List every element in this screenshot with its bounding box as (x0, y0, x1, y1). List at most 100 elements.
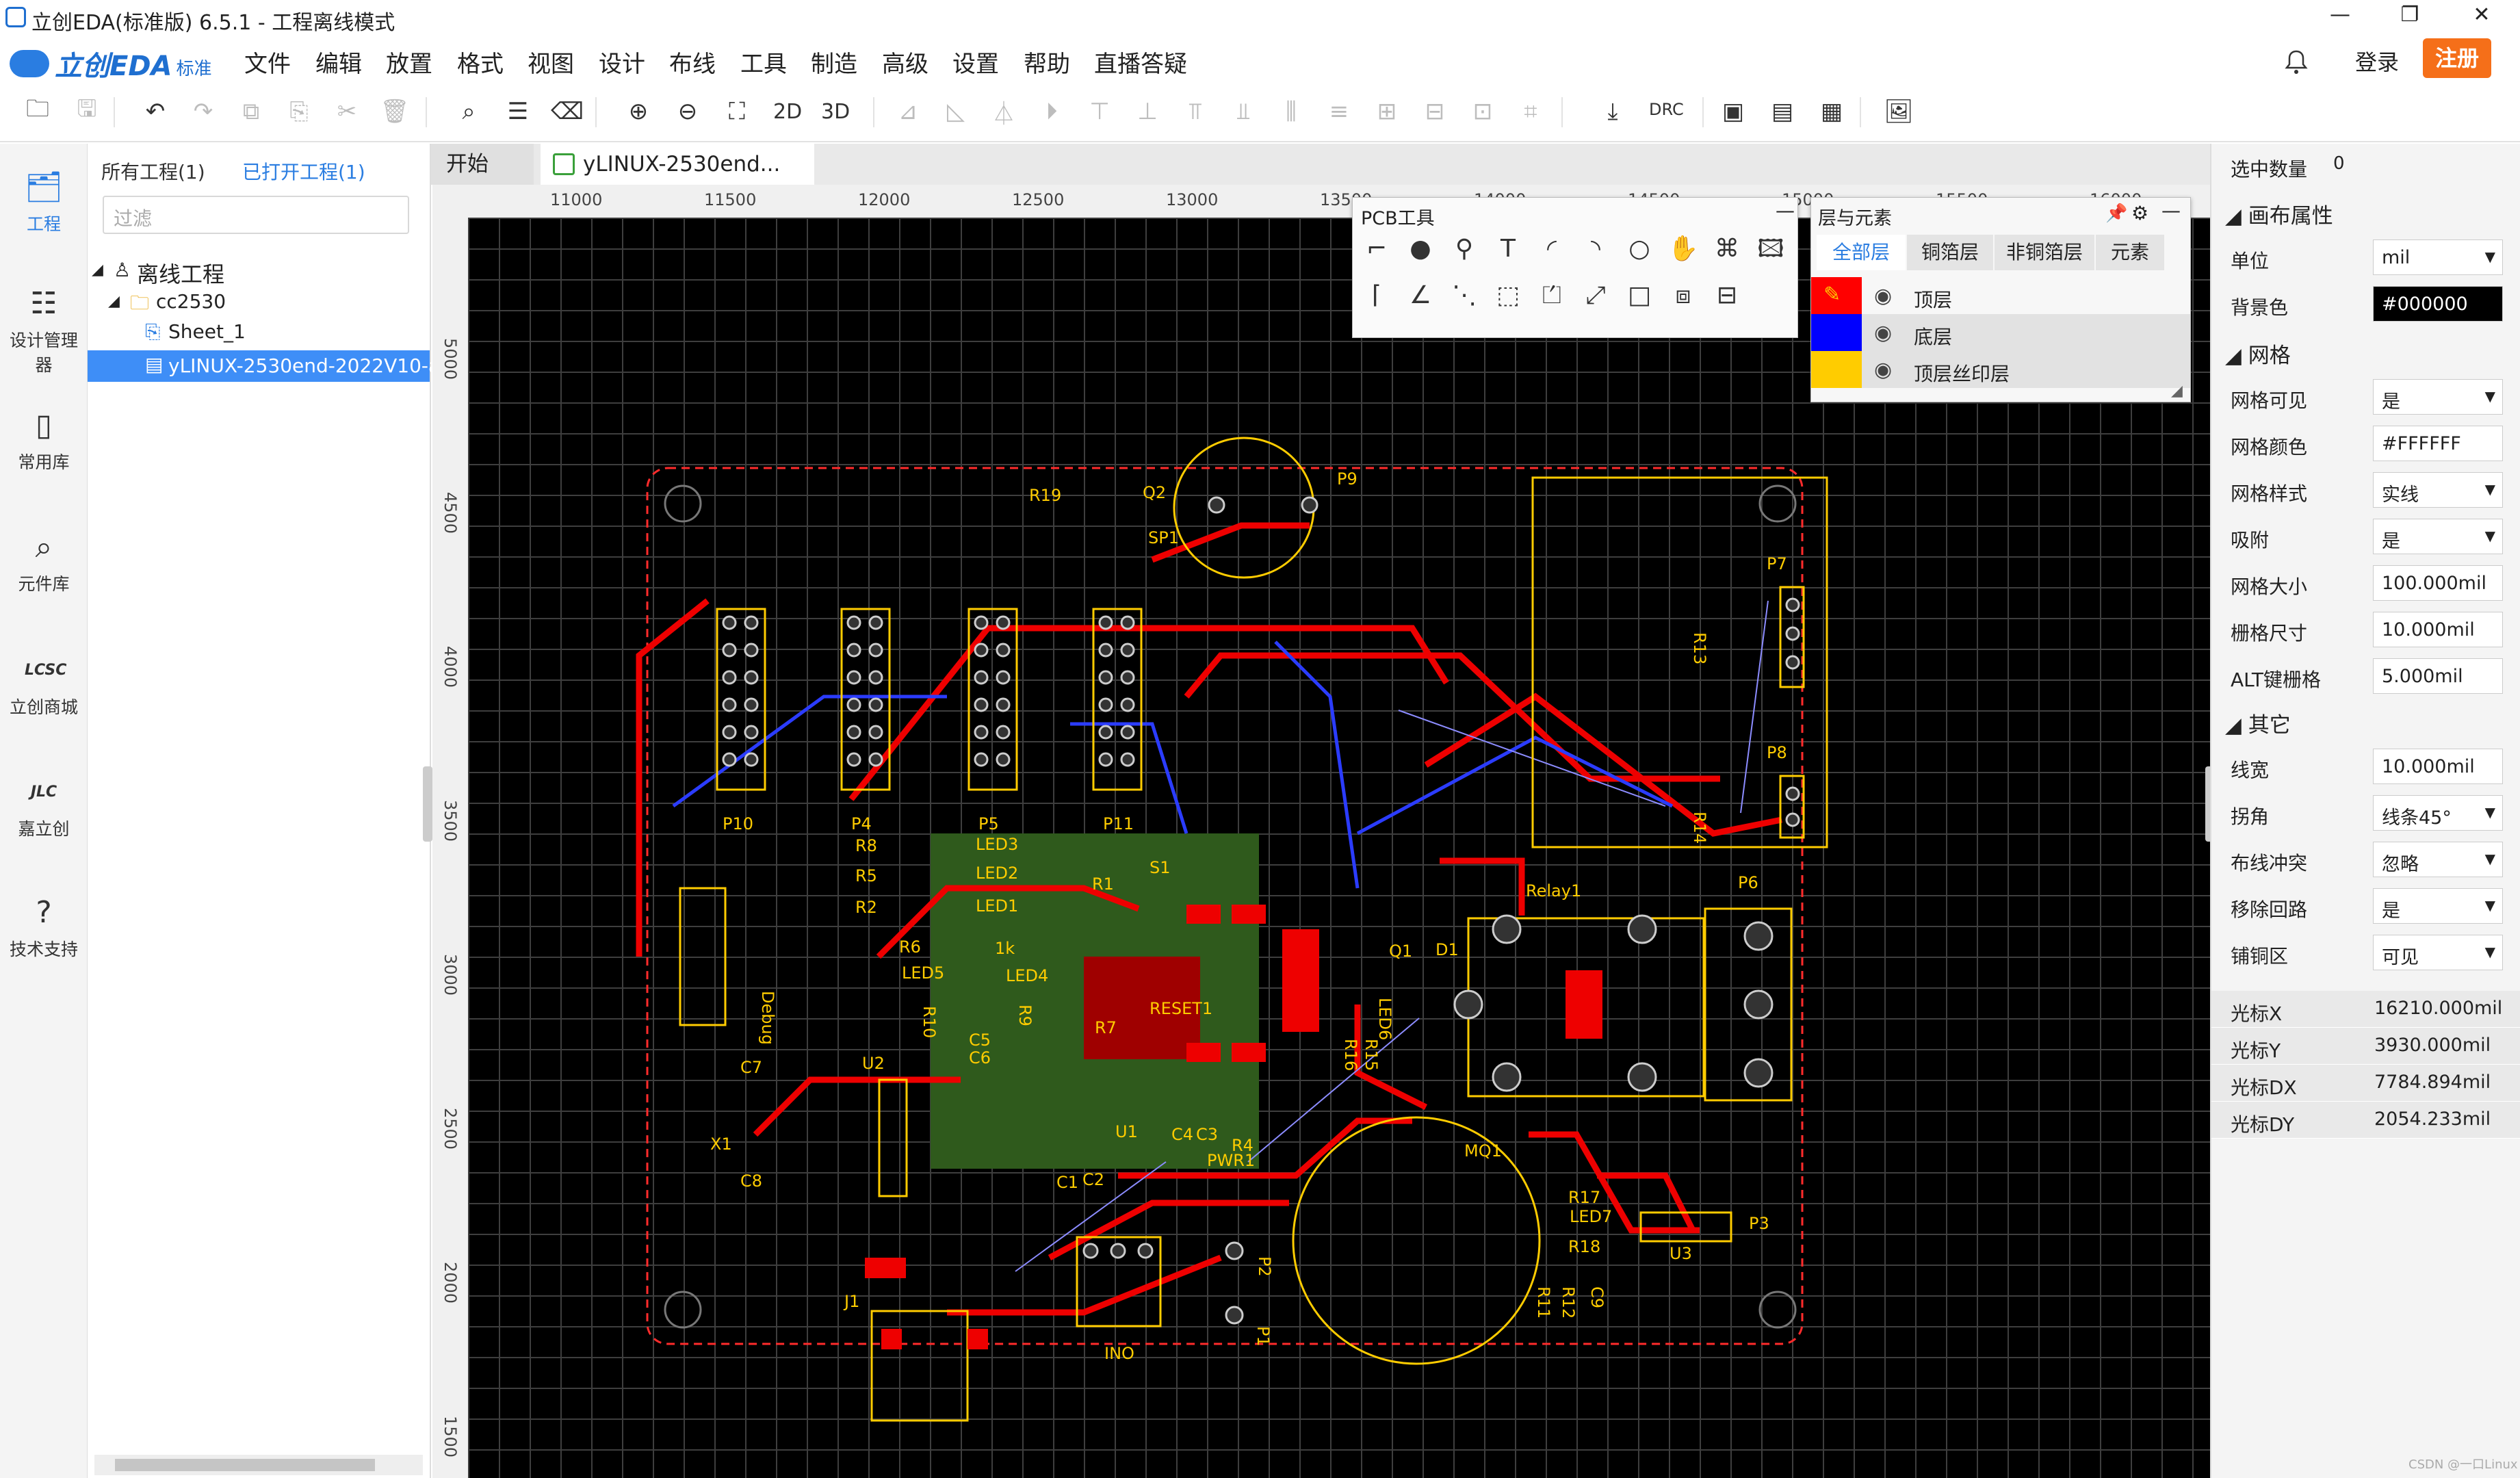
distribute-v-icon[interactable]: ≡ (1329, 98, 1349, 125)
menu-help[interactable]: 帮助 (1024, 51, 1070, 78)
bg-color-input[interactable]: #000000 (2373, 286, 2503, 322)
panel-horizontal-scrollbar[interactable] (94, 1455, 423, 1475)
search-icon[interactable]: ⌕ (462, 98, 476, 125)
grid-color-input[interactable]: #FFFFFF (2373, 426, 2503, 461)
pcb-tools-window[interactable]: PCB工具 — ⌐ ● ⚲ T ◜ ◝ ○ ✋ ⌘ 🖾 ⌈ ∠ ⋱ ⬚ ⏍ ⤢ … (1352, 197, 1798, 338)
tree-sheet[interactable]: Sheet_1 (168, 320, 246, 343)
drc-button[interactable]: DRC (1649, 100, 1684, 119)
layer-color-swatch[interactable] (1811, 314, 1862, 351)
board-outline-icon[interactable]: ⊟ (1716, 281, 1738, 309)
tab-open-projects[interactable]: 已打开工程(1) (242, 161, 365, 183)
menu-place[interactable]: 放置 (386, 51, 432, 78)
snap-size-input[interactable]: 10.000mil (2373, 612, 2503, 647)
rail-project[interactable]: 🗂 工程 (0, 168, 88, 235)
region-icon[interactable]: ⬚ (1496, 281, 1520, 309)
bom-icon[interactable]: ▣ (1722, 98, 1745, 125)
layer-row-top[interactable]: ✎ ◉ 顶层 (1811, 277, 2190, 314)
rect-icon[interactable]: □ (1627, 281, 1651, 309)
menu-file[interactable]: 文件 (244, 51, 291, 78)
circle-icon[interactable]: ○ (1628, 235, 1650, 263)
copper-area-icon[interactable]: ⧈ (1675, 281, 1691, 309)
resize-grip-icon[interactable]: ◢ (2171, 383, 2183, 400)
menu-live-qa[interactable]: 直播答疑 (1094, 51, 1187, 78)
unit-select[interactable]: mil (2373, 239, 2503, 275)
hand-icon[interactable]: ✋ (1667, 235, 1699, 263)
fit-view-icon[interactable]: ⛶ (729, 98, 745, 125)
solid-region-icon[interactable]: ⏍ (1542, 281, 1561, 309)
copy-icon[interactable]: ⧉ (242, 98, 260, 125)
grid-style-select[interactable]: 实线 (2373, 472, 2503, 508)
tab-all-projects[interactable]: 所有工程(1) (101, 161, 205, 183)
tab-non-copper-layers[interactable]: 非铜箔层 (1995, 235, 2094, 270)
eye-icon[interactable]: ◉ (1874, 284, 1893, 308)
align-vcenter-icon[interactable]: ⫫ (1236, 98, 1250, 125)
pick-place-icon[interactable]: ▦ (1820, 98, 1843, 125)
export-image-icon[interactable]: 🖼 (1884, 98, 1914, 125)
bell-icon[interactable] (2284, 49, 2309, 75)
via-icon[interactable]: ⚲ (1455, 235, 1474, 263)
layer-row-top-silk[interactable]: ◉ 顶层丝印层 (1811, 351, 2190, 388)
tree-project[interactable]: cc2530 (156, 290, 226, 313)
measure-icon[interactable]: ⤢ (1585, 281, 1606, 309)
layer-color-swatch[interactable] (1811, 351, 1862, 388)
tab-start[interactable]: 开始 (431, 144, 534, 185)
minimize-icon[interactable]: — (2330, 3, 2350, 27)
login-button[interactable]: 登录 (2355, 49, 2400, 75)
track-icon[interactable]: ⌐ (1366, 235, 1388, 263)
align-right-icon[interactable]: ◺ (946, 98, 965, 125)
scroll-thumb[interactable] (115, 1459, 375, 1471)
minimize-icon[interactable]: — (1776, 199, 1795, 222)
eye-icon[interactable]: ◉ (1874, 321, 1893, 345)
save-icon[interactable]: 🖫 (77, 94, 97, 122)
rail-support[interactable]: ? 技术支持 (0, 894, 88, 961)
section-other[interactable]: ◢ 其它 (2225, 713, 2291, 738)
gerber-icon[interactable]: ▤ (1771, 98, 1794, 125)
remove-loop-select[interactable]: 是 (2373, 888, 2503, 924)
tab-all-layers[interactable]: 全部层 (1817, 235, 1906, 270)
corner-select[interactable]: 线条45° (2373, 795, 2503, 831)
text-icon[interactable]: T (1501, 235, 1516, 263)
alt-grid-input[interactable]: 5.000mil (2373, 658, 2503, 694)
menu-format[interactable]: 格式 (457, 51, 504, 78)
line-width-input[interactable]: 10.000mil (2373, 749, 2503, 784)
align-grid-icon[interactable]: ⊟ (1425, 98, 1445, 125)
align-top-icon[interactable]: ⊤ (1089, 98, 1110, 125)
restore-icon[interactable]: ❐ (2400, 3, 2419, 27)
filter-input[interactable]: 过滤 (103, 196, 409, 234)
eye-icon[interactable]: ◉ (1874, 358, 1893, 382)
tab-copper-layers[interactable]: 铜箔层 (1907, 235, 1993, 270)
line-icon[interactable]: ⌈ (1371, 281, 1382, 309)
menu-view[interactable]: 视图 (528, 51, 574, 78)
arc-center-icon[interactable]: ◝ (1591, 235, 1600, 263)
menu-route[interactable]: 布线 (669, 51, 716, 78)
copper-pour-select[interactable]: 可见 (2373, 935, 2503, 970)
view-2d-button[interactable]: 2D (773, 100, 803, 124)
section-grid[interactable]: ◢ 网格 (2225, 343, 2291, 368)
menu-fabrication[interactable]: 制造 (811, 51, 857, 78)
align-hcenter-icon[interactable]: ⫪ (1188, 98, 1202, 125)
layer-row-bottom[interactable]: ◉ 底层 (1811, 314, 2190, 351)
tree-pcb-selected[interactable]: ▤ yLINUX-2530end-2022V10-asc (88, 350, 460, 382)
delete-icon[interactable]: 🗑 (380, 98, 410, 125)
left-collapse-handle[interactable] (423, 766, 432, 842)
grid-align-icon[interactable]: ⊞ (1377, 98, 1397, 125)
align-left-icon[interactable]: ⊿ (898, 98, 918, 125)
expand-caret-icon[interactable]: ◢ (108, 293, 120, 310)
image-icon[interactable]: 🖾 (1757, 235, 1784, 263)
ratsnest-icon[interactable]: ⋱ (1452, 281, 1477, 309)
flip-icon[interactable]: ⏵ (1045, 98, 1058, 125)
menu-tools[interactable]: 工具 (740, 51, 787, 78)
zoom-out-icon[interactable]: ⊖ (677, 98, 698, 125)
redo-icon[interactable]: ↷ (193, 98, 213, 125)
layer-color-swatch[interactable]: ✎ (1811, 277, 1862, 314)
menu-settings[interactable]: 设置 (952, 51, 999, 78)
zoom-in-icon[interactable]: ⊕ (628, 98, 649, 125)
undo-icon[interactable]: ↶ (145, 98, 166, 125)
grid-size-input[interactable]: 100.000mil (2373, 565, 2503, 601)
tree-root[interactable]: 离线工程 (137, 261, 225, 287)
tab-elements[interactable]: 元素 (2096, 235, 2164, 270)
rail-lcsc-mall[interactable]: LCSC 立创商城 (0, 651, 88, 718)
arc-icon[interactable]: ◜ (1547, 235, 1557, 263)
gear-icon[interactable]: ⚙ (2131, 202, 2149, 224)
view-3d-button[interactable]: 3D (821, 100, 850, 124)
